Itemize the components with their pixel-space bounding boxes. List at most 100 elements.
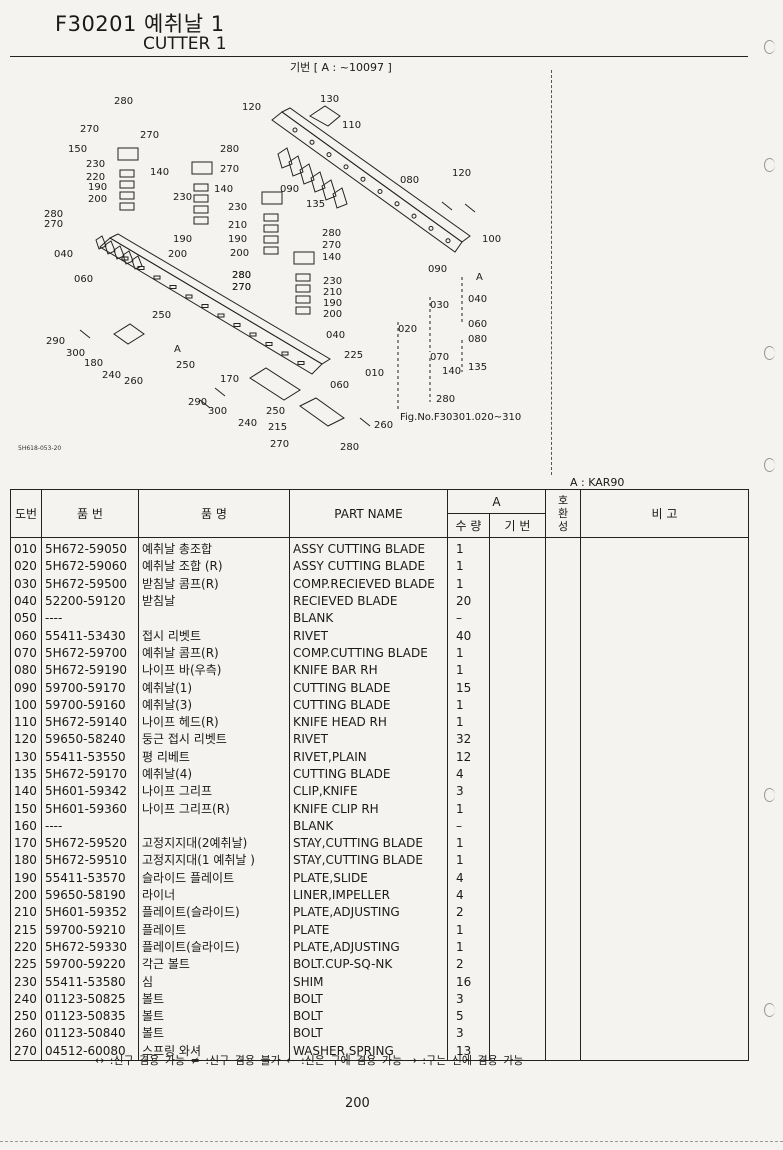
table-row: 160----BLANK–	[10, 817, 749, 836]
callout-label: 280	[232, 270, 251, 281]
callout-label: 270	[322, 240, 341, 251]
row-serial	[489, 713, 546, 732]
row-name-kr: 심	[138, 973, 290, 991]
parts-table: 도번 품 번 품 명 PART NAME A 호 환 성 비 고 수 량 기 번…	[10, 489, 749, 1061]
row-part-no: 01123-50825	[41, 990, 139, 1009]
callout-label: 200	[230, 248, 249, 259]
receiving-bar-top	[108, 233, 331, 365]
row-name-kr: 예취날(1)	[138, 679, 290, 697]
row-no: 030	[10, 575, 42, 593]
callout-label: 200	[168, 249, 187, 260]
callout-label: 130	[320, 94, 339, 105]
row-qty: 4	[447, 886, 490, 905]
callout-label: 090	[280, 184, 299, 195]
row-remark	[580, 731, 749, 749]
row-serial	[489, 869, 546, 887]
cutting-blade	[332, 187, 348, 209]
row-remark	[580, 852, 749, 870]
row-name-kr: 나이프 바(우측)	[138, 662, 290, 680]
row-remark	[580, 627, 749, 645]
callout-label: 135	[468, 362, 487, 373]
row-part-no: 01123-50835	[41, 1008, 139, 1026]
header-divider	[10, 56, 748, 57]
callout-label: 250	[176, 360, 195, 371]
row-part-name: PLATE,SLIDE	[289, 869, 448, 887]
callout-label: 060	[330, 380, 349, 391]
row-remark	[580, 1025, 749, 1043]
row-serial	[489, 852, 546, 870]
callout-label: 190	[173, 234, 192, 245]
callout-label: 250	[266, 406, 285, 417]
shim	[263, 235, 279, 244]
row-compat	[545, 835, 581, 853]
page-edge	[0, 1141, 783, 1143]
row-qty: 1	[447, 558, 490, 576]
section-subtitle: CUTTER 1	[143, 34, 227, 54]
row-name-kr: 예취날 조합 (R)	[138, 558, 290, 576]
row-name-kr: 평 리베트	[138, 748, 290, 766]
row-compat	[545, 1042, 581, 1061]
callout-label: 010	[365, 368, 384, 379]
row-serial	[489, 537, 546, 559]
row-remark	[580, 869, 749, 887]
row-no: 010	[10, 537, 42, 559]
row-qty: –	[447, 817, 490, 836]
row-part-name: PLATE	[289, 921, 448, 939]
row-remark	[580, 575, 749, 593]
callout-label: 280	[436, 394, 455, 405]
callout-label: 040	[326, 330, 345, 341]
row-part-no: 59700-59220	[41, 956, 139, 974]
callout-label: 260	[374, 420, 393, 431]
row-part-name: LINER,IMPELLER	[289, 886, 448, 905]
callout-label: 280	[44, 209, 63, 220]
row-remark	[580, 644, 749, 663]
row-part-no: 55411-53570	[41, 869, 139, 887]
row-qty: 1	[447, 938, 490, 957]
row-remark	[580, 537, 749, 559]
knife-clip	[117, 147, 139, 161]
cutting-blade	[299, 163, 315, 185]
rivet-hole	[377, 189, 383, 194]
slot	[233, 323, 241, 327]
row-part-no: 5H672-59050	[41, 537, 139, 559]
callout-label: 080	[468, 334, 487, 345]
row-name-kr: 플레이트	[138, 921, 290, 939]
row-no: 270	[10, 1042, 42, 1061]
row-qty: 1	[447, 852, 490, 870]
row-name-kr: 볼트	[138, 1025, 290, 1043]
row-qty: 2	[447, 956, 490, 974]
callout-label: 280	[322, 228, 341, 239]
page-number: 200	[345, 1096, 370, 1111]
row-no: 250	[10, 1008, 42, 1026]
slot	[249, 332, 257, 337]
receiving-blade	[104, 240, 116, 255]
row-remark	[580, 662, 749, 680]
row-serial	[489, 575, 546, 593]
row-qty: 1	[447, 537, 490, 559]
row-no: 215	[10, 921, 42, 939]
callout-label: 280	[114, 96, 133, 107]
row-part-no: 5H672-59510	[41, 852, 139, 870]
knife-clip	[261, 191, 283, 205]
row-compat	[545, 904, 581, 922]
row-qty: 3	[447, 1025, 490, 1043]
row-no: 190	[10, 869, 42, 887]
row-part-no: 59700-59210	[41, 921, 139, 939]
stay	[113, 323, 145, 345]
row-compat	[545, 592, 581, 611]
binder-hole	[764, 1003, 775, 1017]
row-qty: 3	[447, 990, 490, 1009]
callout-label: 120	[452, 168, 471, 179]
row-part-name: ASSY CUTTING BLADE	[289, 558, 448, 576]
bolt	[199, 399, 211, 409]
figure-code: 5H618-053-20	[18, 445, 62, 452]
callout-label: 210	[228, 220, 247, 231]
row-no: 260	[10, 1025, 42, 1043]
callout-label: 270	[232, 282, 251, 293]
row-part-name: BOLT.CUP-SQ-NK	[289, 956, 448, 974]
slot	[265, 342, 273, 346]
slot	[201, 304, 209, 308]
